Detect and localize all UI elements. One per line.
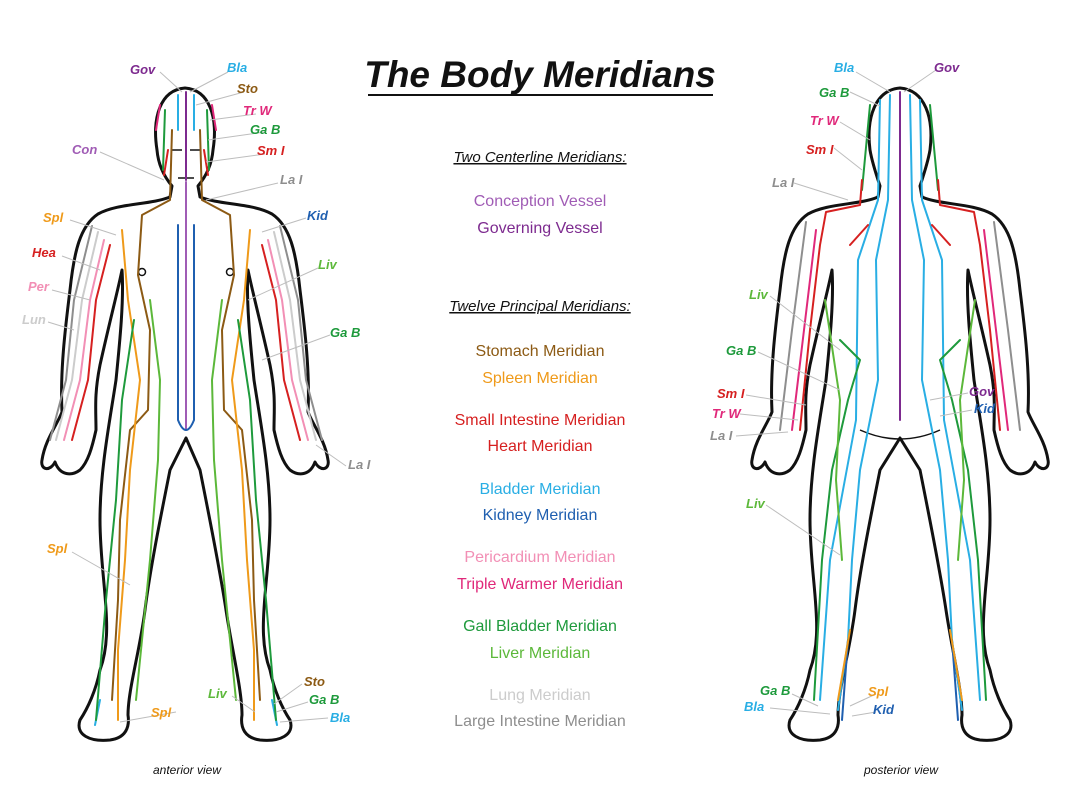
meridian-label: Liv	[749, 287, 769, 302]
anterior-liver-line	[135, 299, 237, 701]
meridian-label: Sm I	[806, 142, 834, 157]
posterior-gallbladder-line	[813, 104, 987, 701]
anterior-heart-line	[71, 149, 301, 441]
meridian-label: Gov	[969, 384, 995, 399]
nipple	[225, 267, 235, 277]
anterior-pericardium-line	[63, 239, 309, 441]
meridian-label: Bla	[744, 699, 764, 714]
legend-item: Pericardium Meridian	[464, 549, 615, 566]
anterior-triplewarmer-line	[155, 104, 217, 131]
posterior-caption: posterior view	[863, 763, 939, 777]
meridian-label: Bla	[834, 60, 854, 75]
posterior-leader-lines	[735, 69, 973, 717]
posterior-liver-line	[824, 299, 976, 561]
anterior-stomach-line	[111, 129, 261, 701]
meridian-label: Liv	[746, 496, 766, 511]
meridian-label: Per	[28, 279, 50, 294]
posterior-bladder-line	[819, 94, 981, 711]
meridian-label: Bla	[330, 710, 350, 725]
meridian-label: Sto	[304, 674, 325, 689]
posterior-kidney-line	[841, 639, 959, 721]
legend-item: Gall Bladder Meridian	[463, 618, 617, 635]
meridian-label: Spl	[47, 541, 68, 556]
meridian-label: La I	[348, 457, 371, 472]
meridian-label: Liv	[318, 257, 338, 272]
legend-item: Large Intestine Meridian	[454, 713, 626, 730]
legend-item: Triple Warmer Meridian	[457, 576, 623, 593]
legend-item: Small Intestine Meridian	[455, 412, 626, 429]
anterior-largeintestine-line	[49, 225, 323, 441]
meridian-label: La I	[710, 428, 733, 443]
meridian-label: Hea	[32, 245, 56, 260]
meridian-label: Ga B	[819, 85, 849, 100]
meridian-label: Sm I	[717, 386, 745, 401]
posterior-spleen-line	[837, 629, 963, 701]
meridian-label: Con	[72, 142, 97, 157]
meridian-label: Tr W	[243, 103, 273, 118]
meridian-label: Spl	[43, 210, 64, 225]
legend-item: Stomach Meridian	[476, 343, 605, 360]
legend-item: Heart Meridian	[488, 438, 593, 455]
legend-centerline-heading: Two Centerline Meridians:	[453, 149, 626, 166]
meridian-label: Sto	[237, 81, 258, 96]
meridian-label: Kid	[974, 401, 996, 416]
anterior-figure: Gov Bla Sto Tr W Ga B Sm I Con La I Spl …	[22, 60, 371, 777]
meridian-label: Tr W	[712, 406, 742, 421]
legend-item: Lung Meridian	[489, 687, 590, 704]
nipple	[137, 267, 147, 277]
meridian-label: Liv	[208, 686, 228, 701]
meridian-label: Ga B	[760, 683, 790, 698]
meridian-label: Ga B	[250, 122, 280, 137]
meridian-label: Spl	[151, 705, 172, 720]
meridian-label: Ga B	[330, 325, 360, 340]
meridian-label: Lun	[22, 312, 46, 327]
legend-principal-heading: Twelve Principal Meridians:	[449, 298, 630, 315]
anterior-body-outline	[40, 86, 330, 742]
posterior-smallintestine-line	[799, 179, 1001, 431]
posterior-figure: Bla Gov Ga B Tr W Sm I La I Liv Ga B Sm …	[710, 60, 1050, 777]
meridian-label: Kid	[873, 702, 895, 717]
meridian-label: Ga B	[309, 692, 339, 707]
face-features	[172, 149, 200, 179]
meridian-label: Sm I	[257, 143, 285, 158]
legend-item: Governing Vessel	[477, 220, 602, 237]
legend: Two Centerline Meridians: Conception Ves…	[449, 149, 630, 730]
meridian-label: La I	[772, 175, 795, 190]
anterior-leader-lines	[47, 71, 347, 723]
meridian-label: Gov	[130, 62, 156, 77]
legend-item: Bladder Meridian	[480, 481, 601, 498]
legend-item: Kidney Meridian	[483, 507, 598, 524]
meridian-label: La I	[280, 172, 303, 187]
posterior-body-outline	[750, 86, 1050, 742]
meridian-label: Bla	[227, 60, 247, 75]
meridian-label: Kid	[307, 208, 329, 223]
anterior-bladder-line	[94, 94, 278, 726]
meridian-label: Ga B	[726, 343, 756, 358]
posterior-largeintestine-line	[779, 221, 1021, 431]
anterior-kidney-line	[177, 224, 195, 431]
legend-item: Spleen Meridian	[482, 370, 598, 387]
anterior-spleen-line	[117, 229, 255, 721]
posterior-triplewarmer-line	[791, 229, 1009, 431]
meridian-label: Gov	[934, 60, 960, 75]
meridian-label: Tr W	[810, 113, 840, 128]
legend-item: Liver Meridian	[490, 645, 590, 662]
page-title: The Body Meridians	[364, 54, 716, 95]
legend-item: Conception Vessel	[474, 193, 607, 210]
anterior-caption: anterior view	[153, 763, 222, 777]
meridian-label: Spl	[868, 684, 889, 699]
